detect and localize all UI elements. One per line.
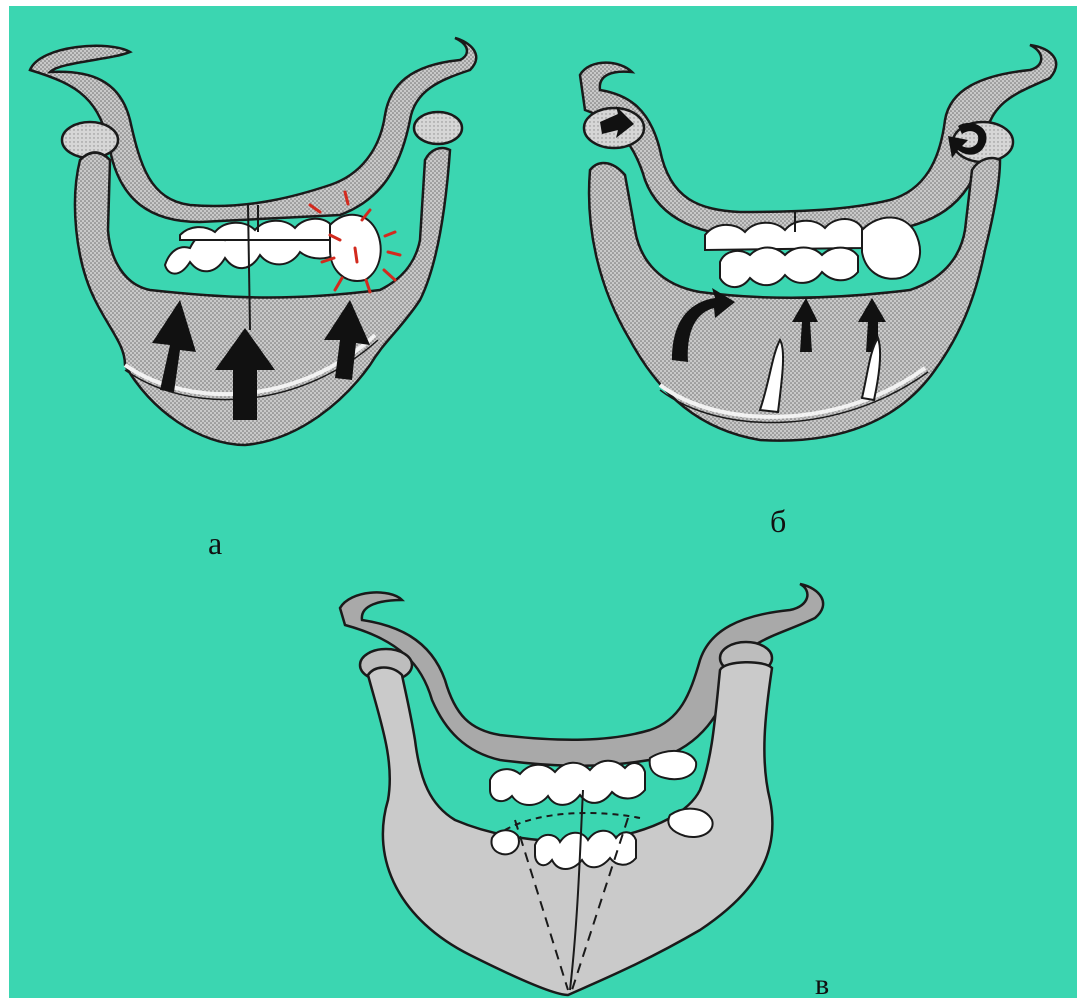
diagram-a-right-condyle xyxy=(414,112,462,144)
label-a: а xyxy=(208,527,222,559)
label-b: б xyxy=(770,505,786,537)
label-v: в xyxy=(815,970,829,1000)
diagram-a xyxy=(30,38,476,445)
diagram-b xyxy=(580,45,1056,441)
diagram-v xyxy=(340,584,823,995)
